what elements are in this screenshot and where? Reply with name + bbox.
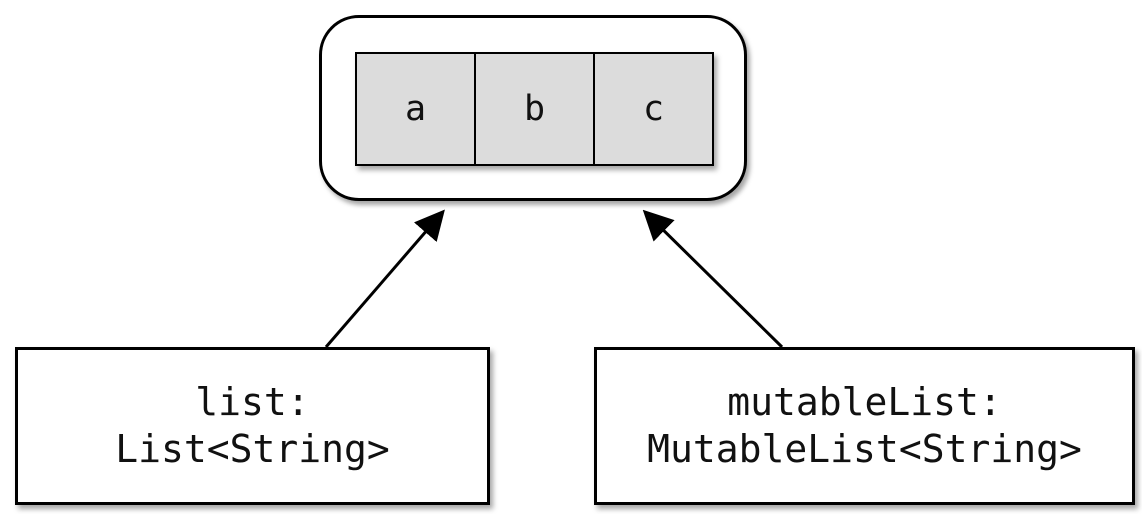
list-variable-box: list: List<String> <box>15 347 490 505</box>
list-element-b: b <box>476 54 595 164</box>
mutablelist-variable-type: MutableList<String> <box>647 427 1082 471</box>
mutablelist-variable-name: mutableList: <box>727 379 1002 424</box>
arrow-mutablelist-to-object <box>642 209 784 349</box>
list-variable-type: List<String> <box>115 427 390 471</box>
list-element-a: a <box>357 54 476 164</box>
list-element-c: c <box>642 89 665 129</box>
mutablelist-variable-box: mutableList: MutableList<String> <box>594 347 1135 505</box>
list-variable-name: list: <box>195 379 310 424</box>
arrow-list-to-object <box>324 209 445 348</box>
list-elements: a b c <box>355 52 714 166</box>
